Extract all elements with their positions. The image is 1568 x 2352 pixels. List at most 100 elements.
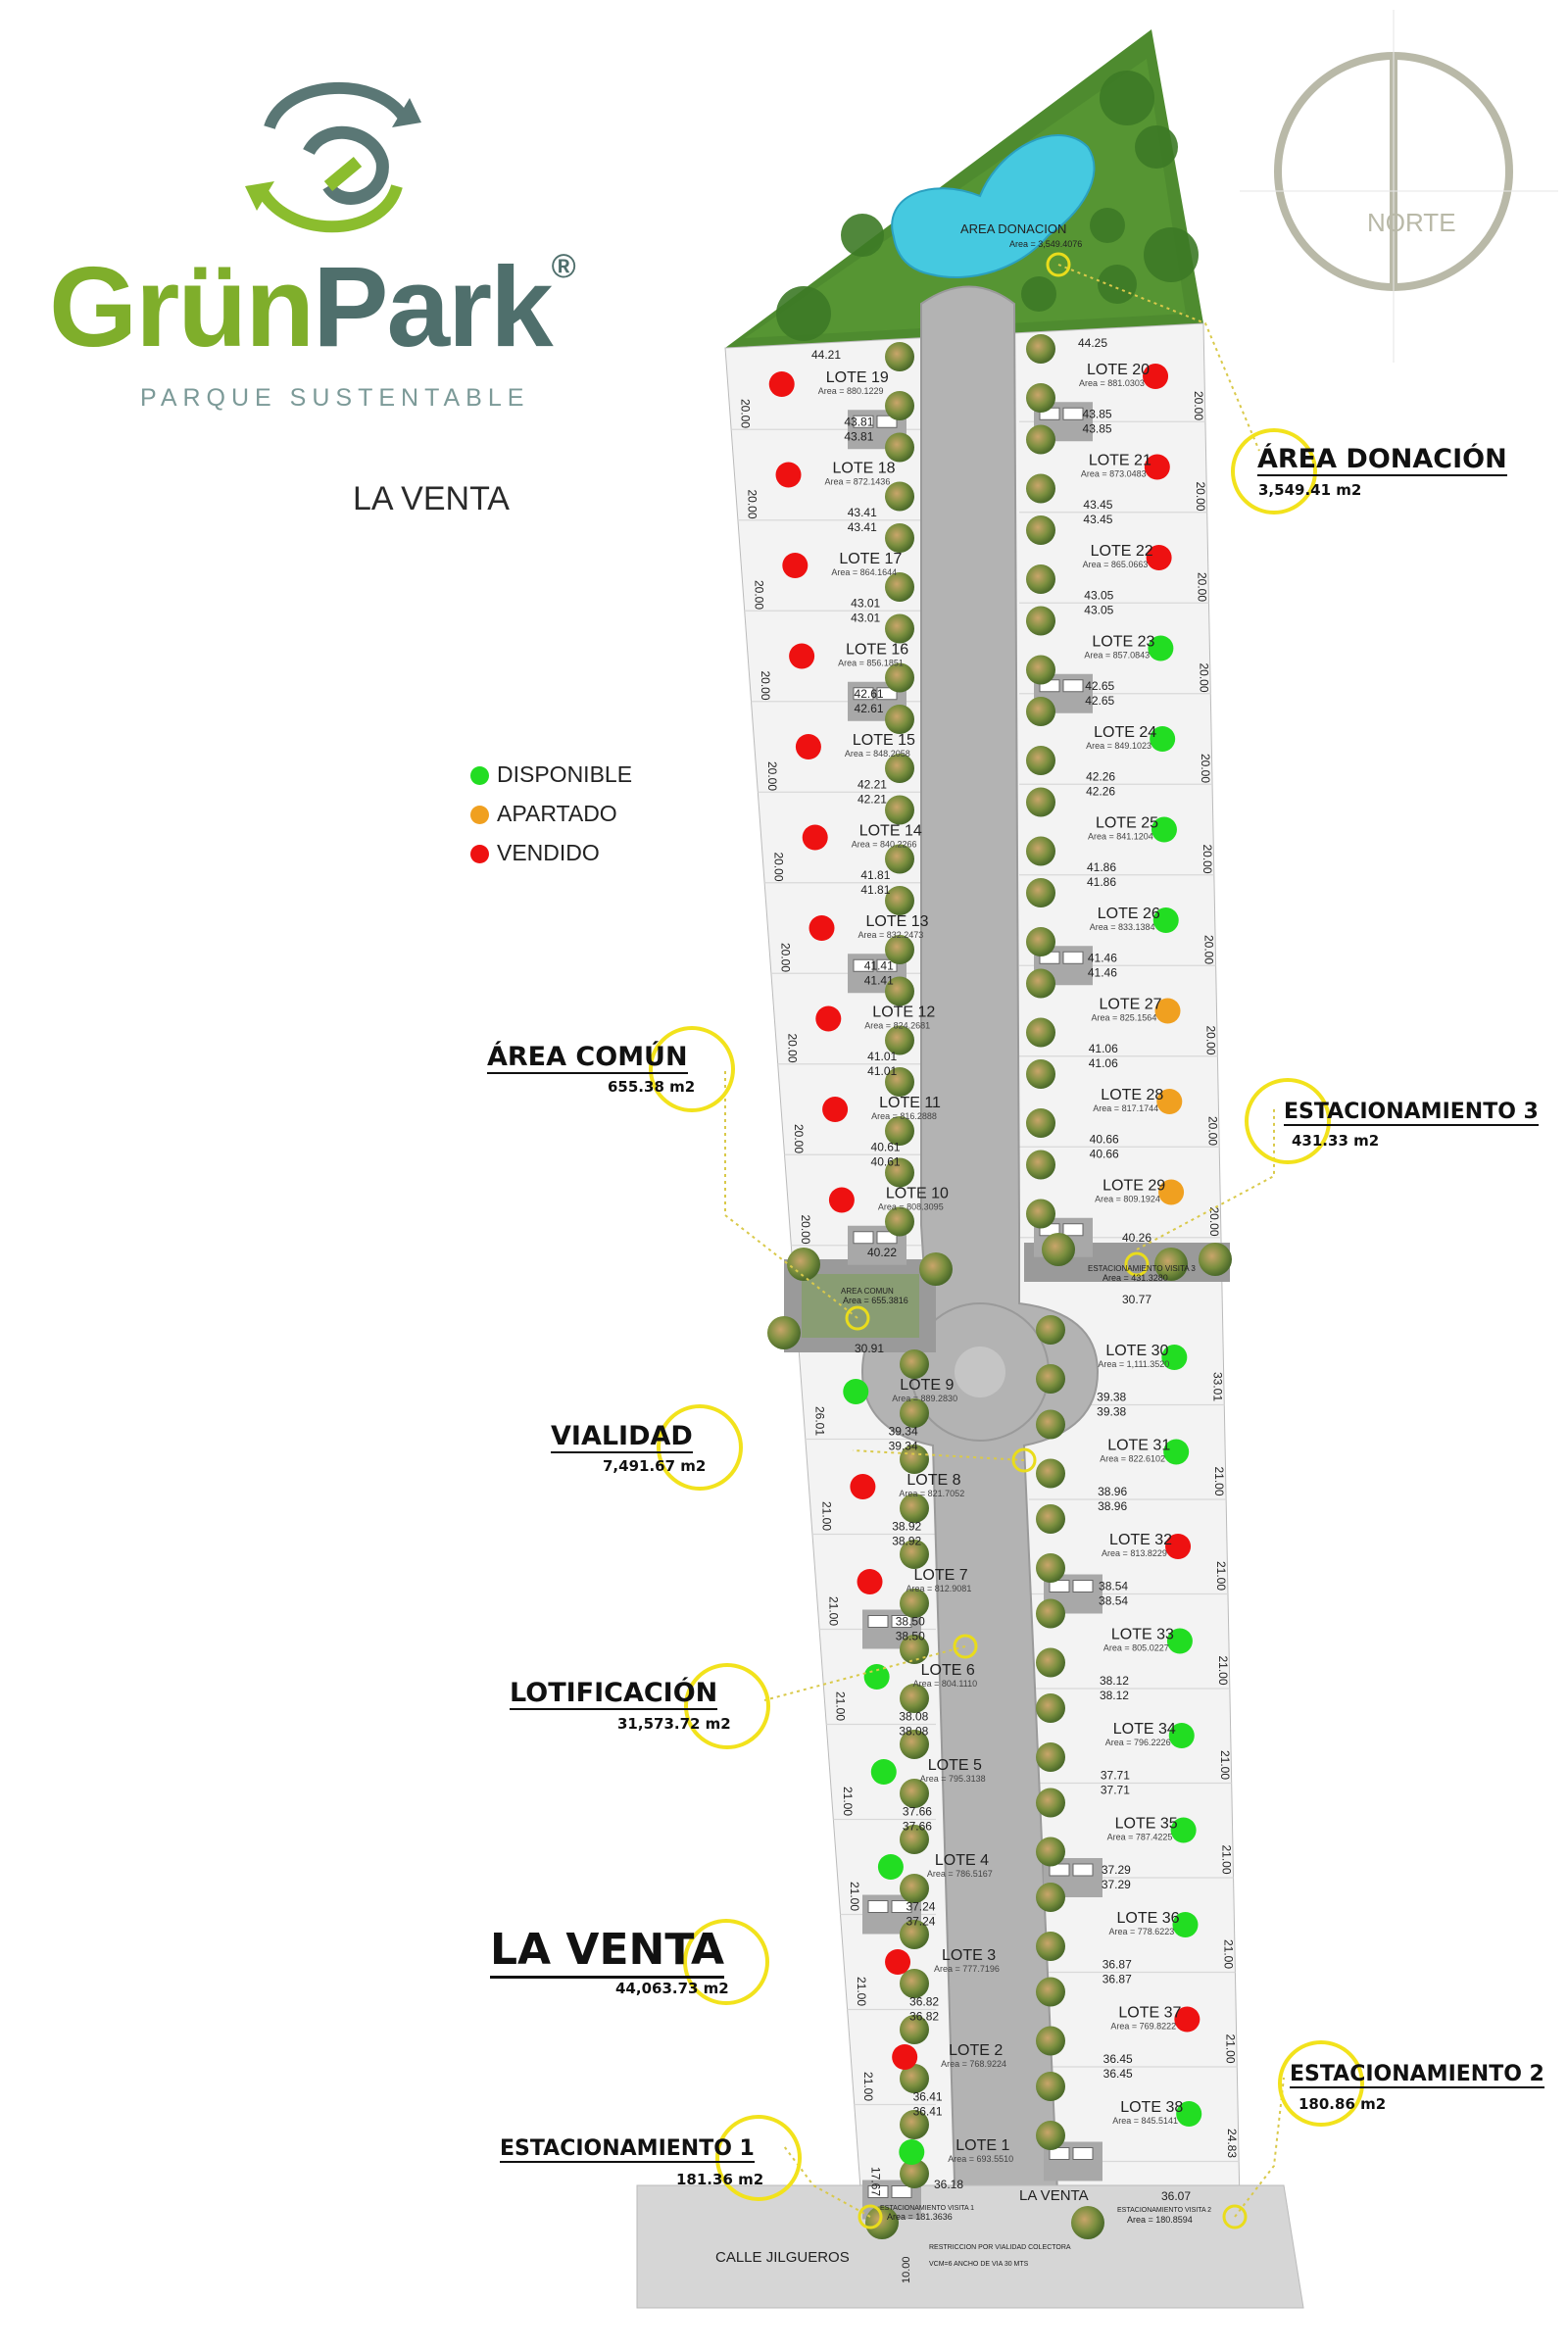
tree xyxy=(900,1589,929,1618)
lot-status-dot-vendido[interactable] xyxy=(857,1569,883,1594)
lot-status-dot-vendido[interactable] xyxy=(1174,2006,1200,2033)
lot-name[interactable]: LOTE 19 xyxy=(826,369,889,386)
lot-area: Area = 693.5510 xyxy=(948,2154,1013,2164)
lot-status-dot-vendido[interactable] xyxy=(828,1187,855,1213)
lot-name[interactable]: LOTE 29 xyxy=(1102,1178,1165,1195)
lot-status-dot-disponible[interactable] xyxy=(1170,1817,1197,1843)
lot-status-dot-vendido[interactable] xyxy=(850,1474,876,1499)
lot-status-dot-vendido[interactable] xyxy=(892,2044,918,2070)
lot-status-dot-vendido[interactable] xyxy=(775,462,802,488)
lot-name[interactable]: LOTE 20 xyxy=(1087,362,1150,378)
lot-name[interactable]: LOTE 31 xyxy=(1107,1438,1170,1454)
lot-name[interactable]: LOTE 27 xyxy=(1100,997,1162,1013)
lot-name[interactable]: LOTE 11 xyxy=(879,1095,941,1111)
lot-name[interactable]: LOTE 26 xyxy=(1098,906,1160,922)
lot-name[interactable]: LOTE 8 xyxy=(906,1472,960,1489)
lot-area: Area = 816.2888 xyxy=(871,1111,937,1121)
lot-side-dim: 21.00 xyxy=(1221,1939,1235,1969)
tree xyxy=(1036,1598,1065,1629)
lot-status-dot-vendido[interactable] xyxy=(808,915,835,941)
lot-name[interactable]: LOTE 5 xyxy=(928,1757,982,1774)
lot-status-dot-disponible[interactable] xyxy=(1168,1723,1195,1748)
lot-name[interactable]: LOTE 37 xyxy=(1118,2005,1181,2022)
lot-name[interactable]: LOTE 32 xyxy=(1109,1532,1172,1548)
lot-status-dot-vendido[interactable] xyxy=(795,734,821,760)
lot-status-dot-vendido[interactable] xyxy=(815,1005,842,1032)
lot-name[interactable]: LOTE 15 xyxy=(853,732,915,749)
lot-status-dot-disponible[interactable] xyxy=(1176,2101,1202,2127)
lot-name[interactable]: LOTE 17 xyxy=(839,551,902,567)
lot-name[interactable]: LOTE 36 xyxy=(1116,1910,1179,1927)
lot-side-dim: 21.00 xyxy=(1212,1467,1226,1496)
lot-status-dot-disponible[interactable] xyxy=(1161,1345,1188,1370)
lot-area: Area = 777.7196 xyxy=(934,1964,1000,1974)
lot-depth-dim: 42.61 xyxy=(855,687,884,701)
lot-status-dot-disponible[interactable] xyxy=(1166,1628,1193,1654)
lot-area: Area = 873.0483 xyxy=(1081,469,1147,479)
lot-name[interactable]: LOTE 13 xyxy=(866,913,929,930)
lot-name[interactable]: LOTE 14 xyxy=(859,823,922,840)
lot-name[interactable]: LOTE 28 xyxy=(1101,1087,1163,1103)
lot-status-dot-disponible[interactable] xyxy=(899,2139,925,2165)
lot-name[interactable]: LOTE 4 xyxy=(935,1852,989,1869)
lot-name[interactable]: LOTE 34 xyxy=(1113,1721,1176,1738)
parked-car xyxy=(1062,951,1084,964)
lot-name[interactable]: LOTE 6 xyxy=(921,1662,975,1679)
lot-depth-dim: 36.41 xyxy=(913,2090,943,2104)
lot-name[interactable]: LOTE 30 xyxy=(1105,1343,1168,1359)
lot-status-dot-apartado[interactable] xyxy=(1156,1089,1183,1114)
lot-depth-dim: 39.34 xyxy=(889,1440,918,1453)
lot-status-dot-disponible[interactable] xyxy=(1172,1912,1199,1937)
lot-status-dot-disponible[interactable] xyxy=(1163,1439,1190,1465)
lot-status-dot-vendido[interactable] xyxy=(822,1097,849,1122)
lot-depth-dim: 43.05 xyxy=(1084,603,1113,616)
tree xyxy=(1026,515,1055,545)
lot-name[interactable]: LOTE 21 xyxy=(1089,453,1152,469)
parked-car xyxy=(1072,1580,1094,1592)
lot-name[interactable]: LOTE 33 xyxy=(1111,1627,1174,1643)
lot-status-dot-vendido[interactable] xyxy=(789,643,815,669)
lot-depth-dim: 37.24 xyxy=(906,1915,935,1929)
lot-status-dot-apartado[interactable] xyxy=(1158,1179,1185,1205)
lot-status-dot-disponible[interactable] xyxy=(1151,816,1177,843)
lot-name[interactable]: LOTE 2 xyxy=(949,2042,1003,2059)
lot-area: Area = 824.2681 xyxy=(864,1021,930,1031)
tree xyxy=(900,1349,929,1379)
lot-name[interactable]: LOTE 9 xyxy=(900,1377,954,1394)
lot-name[interactable]: LOTE 7 xyxy=(914,1567,968,1584)
lot-name[interactable]: LOTE 25 xyxy=(1096,815,1158,832)
lot-depth-dim: 38.96 xyxy=(1098,1499,1127,1513)
lot-name[interactable]: LOTE 12 xyxy=(872,1004,935,1021)
lot-name[interactable]: LOTE 24 xyxy=(1094,724,1156,741)
lot-name[interactable]: LOTE 38 xyxy=(1120,2099,1183,2116)
parked-car xyxy=(1072,1863,1094,1877)
lot-status-dot-disponible[interactable] xyxy=(877,1854,904,1880)
lot-status-dot-vendido[interactable] xyxy=(782,553,808,578)
lot-status-dot-disponible[interactable] xyxy=(1150,726,1176,752)
lot-status-dot-vendido[interactable] xyxy=(802,824,828,851)
lot-status-dot-vendido[interactable] xyxy=(768,371,795,397)
lot-depth-dim: 39.34 xyxy=(889,1425,918,1439)
lot-name[interactable]: LOTE 16 xyxy=(846,642,908,659)
lot-name[interactable]: LOTE 18 xyxy=(833,461,896,477)
lot-name[interactable]: LOTE 10 xyxy=(886,1186,949,1202)
lot-status-dot-vendido[interactable] xyxy=(1143,364,1169,389)
lot-status-dot-vendido[interactable] xyxy=(1165,1534,1192,1559)
lot-status-dot-apartado[interactable] xyxy=(1154,998,1181,1024)
lot-status-dot-vendido[interactable] xyxy=(1144,454,1170,480)
lot-name[interactable]: LOTE 35 xyxy=(1115,1816,1178,1833)
lot-name[interactable]: LOTE 23 xyxy=(1092,634,1154,651)
lot-status-dot-disponible[interactable] xyxy=(870,1759,897,1785)
lot-status-dot-disponible[interactable] xyxy=(1148,635,1174,662)
lot-status-dot-vendido[interactable] xyxy=(1146,545,1172,570)
lot-area: Area = 795.3138 xyxy=(920,1774,986,1784)
lot-status-dot-disponible[interactable] xyxy=(843,1379,869,1404)
lot-status-dot-vendido[interactable] xyxy=(885,1949,911,1975)
lot-name[interactable]: LOTE 3 xyxy=(942,1947,996,1964)
lot-area: Area = 865.0663 xyxy=(1083,560,1149,569)
lot-name[interactable]: LOTE 22 xyxy=(1091,543,1153,560)
lot-name[interactable]: LOTE 1 xyxy=(956,2137,1009,2154)
lot-depth-dim: 38.08 xyxy=(899,1710,928,1724)
lot-status-dot-disponible[interactable] xyxy=(1152,907,1179,933)
lot-status-dot-disponible[interactable] xyxy=(863,1664,890,1690)
